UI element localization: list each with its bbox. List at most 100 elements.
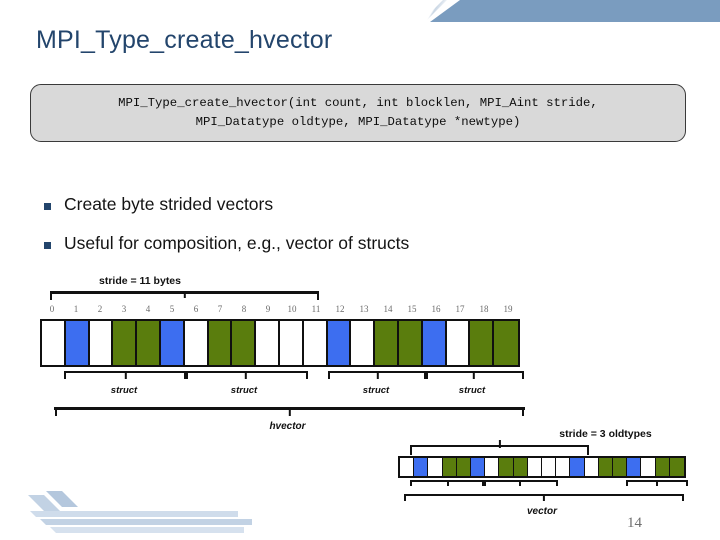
- bullet-text: Useful for composition, e.g., vector of …: [64, 232, 410, 253]
- page-title: MPI_Type_create_hvector: [36, 26, 333, 54]
- struct-label: struct: [458, 385, 486, 396]
- vector-cell-11: [556, 458, 571, 476]
- byte-cell-12: [327, 321, 352, 365]
- byte-cell-5: [160, 321, 185, 365]
- vector-stride-bracket: [410, 440, 589, 455]
- byte-index-10: 10: [287, 304, 297, 314]
- page-number: 14: [627, 515, 642, 531]
- byte-cell-7: [208, 321, 233, 365]
- byte-cell-8: [232, 321, 257, 365]
- struct-bracket-tick: [244, 371, 248, 379]
- struct-bracket: [183, 371, 309, 379]
- footer-decoration: [28, 491, 252, 533]
- byte-index-13: 13: [359, 304, 369, 314]
- struct-bracket-tick: [376, 371, 380, 379]
- vector-cell-2: [428, 458, 443, 476]
- byte-index-12: 12: [335, 304, 345, 314]
- byte-index-8: 8: [241, 304, 247, 314]
- byte-cell-17: [446, 321, 471, 365]
- byte-index-0: 0: [49, 304, 55, 314]
- byte-index-17: 17: [455, 304, 465, 314]
- vector-cell-10: [542, 458, 557, 476]
- struct-bracket-tick: [472, 371, 476, 379]
- function-signature-box: MPI_Type_create_hvector(int count, int b…: [30, 84, 686, 142]
- vector-cell-0: [400, 458, 415, 476]
- byte-index-2: 2: [97, 304, 103, 314]
- byte-index-5: 5: [169, 304, 175, 314]
- byte-cell-4: [137, 321, 161, 365]
- vector-sub-bracket: [626, 480, 688, 486]
- struct-bracket: [63, 371, 189, 379]
- vector-sub-bracket-tick: [656, 480, 658, 486]
- vector-cell-17: [641, 458, 656, 476]
- byte-index-7: 7: [217, 304, 223, 314]
- byte-index-1: 1: [73, 304, 79, 314]
- byte-cell-16: [422, 321, 447, 365]
- list-item: Create byte strided vectors: [44, 194, 664, 216]
- vector-cell-6: [485, 458, 500, 476]
- byte-cells-bar: [40, 319, 520, 367]
- byte-cell-6: [184, 321, 209, 365]
- struct-bracket: [423, 371, 525, 379]
- byte-cell-14: [375, 321, 399, 365]
- byte-cell-15: [398, 321, 423, 365]
- vector-cell-13: [584, 458, 599, 476]
- byte-cell-19: [494, 321, 518, 365]
- vector-cell-12: [570, 458, 585, 476]
- vector-sub-bracket-tick: [447, 480, 449, 486]
- bullet-list: Create byte strided vectors Useful for c…: [44, 194, 664, 272]
- byte-cell-2: [89, 321, 114, 365]
- signature-line-1: MPI_Type_create_hvector(int count, int b…: [118, 95, 598, 110]
- vector-cell-7: [499, 458, 514, 476]
- bullet-text: Create byte strided vectors: [64, 194, 274, 214]
- vector-sub-bracket: [482, 480, 558, 486]
- struct-bracket: [327, 371, 429, 379]
- byte-index-18: 18: [479, 304, 489, 314]
- vector-cell-5: [471, 458, 486, 476]
- struct-label: struct: [110, 385, 138, 396]
- hvector-bracket: [54, 407, 525, 416]
- vector-label: vector: [526, 506, 557, 517]
- byte-index-9: 9: [265, 304, 271, 314]
- byte-index-11: 11: [311, 304, 321, 314]
- byte-cell-3: [113, 321, 138, 365]
- byte-index-4: 4: [145, 304, 151, 314]
- square-bullet-icon: [44, 241, 51, 249]
- byte-cell-10: [279, 321, 304, 365]
- stride-bracket: [49, 291, 320, 300]
- vector-cell-14: [598, 458, 614, 476]
- vector-cell-19: [669, 458, 685, 476]
- byte-index-6: 6: [193, 304, 199, 314]
- header-accent-band: [430, 0, 720, 22]
- square-bullet-icon: [44, 203, 51, 210]
- byte-index-3: 3: [121, 304, 127, 314]
- vector-cell-3: [442, 458, 457, 476]
- vector-sub-bracket: [410, 480, 486, 486]
- hvector-bracket-tick: [288, 407, 291, 416]
- byte-cell-0: [42, 321, 66, 365]
- byte-cell-13: [351, 321, 376, 365]
- vector-stride-label: stride = 3 oldtypes: [559, 428, 652, 440]
- vector-cell-4: [456, 458, 472, 476]
- vector-cell-18: [655, 458, 670, 476]
- byte-cell-9: [256, 321, 280, 365]
- vector-sub-bracket-tick: [519, 480, 521, 486]
- byte-index-19: 19: [503, 304, 513, 314]
- stride-bracket-tick: [183, 291, 186, 298]
- vector-cell-15: [613, 458, 628, 476]
- vector-cell-16: [627, 458, 642, 476]
- vector-cell-9: [527, 458, 543, 476]
- byte-index-14: 14: [383, 304, 393, 314]
- byte-cell-1: [65, 321, 90, 365]
- vector-stride-bracket-tick: [498, 440, 501, 448]
- byte-index-15: 15: [407, 304, 417, 314]
- vector-span-bracket: [403, 494, 685, 501]
- vector-cells-bar: [398, 456, 686, 478]
- struct-label: struct: [362, 385, 390, 396]
- hvector-label: hvector: [269, 421, 306, 432]
- struct-bracket-tick: [124, 371, 128, 379]
- byte-index-16: 16: [431, 304, 441, 314]
- list-item: Useful for composition, e.g., vector of …: [44, 233, 664, 255]
